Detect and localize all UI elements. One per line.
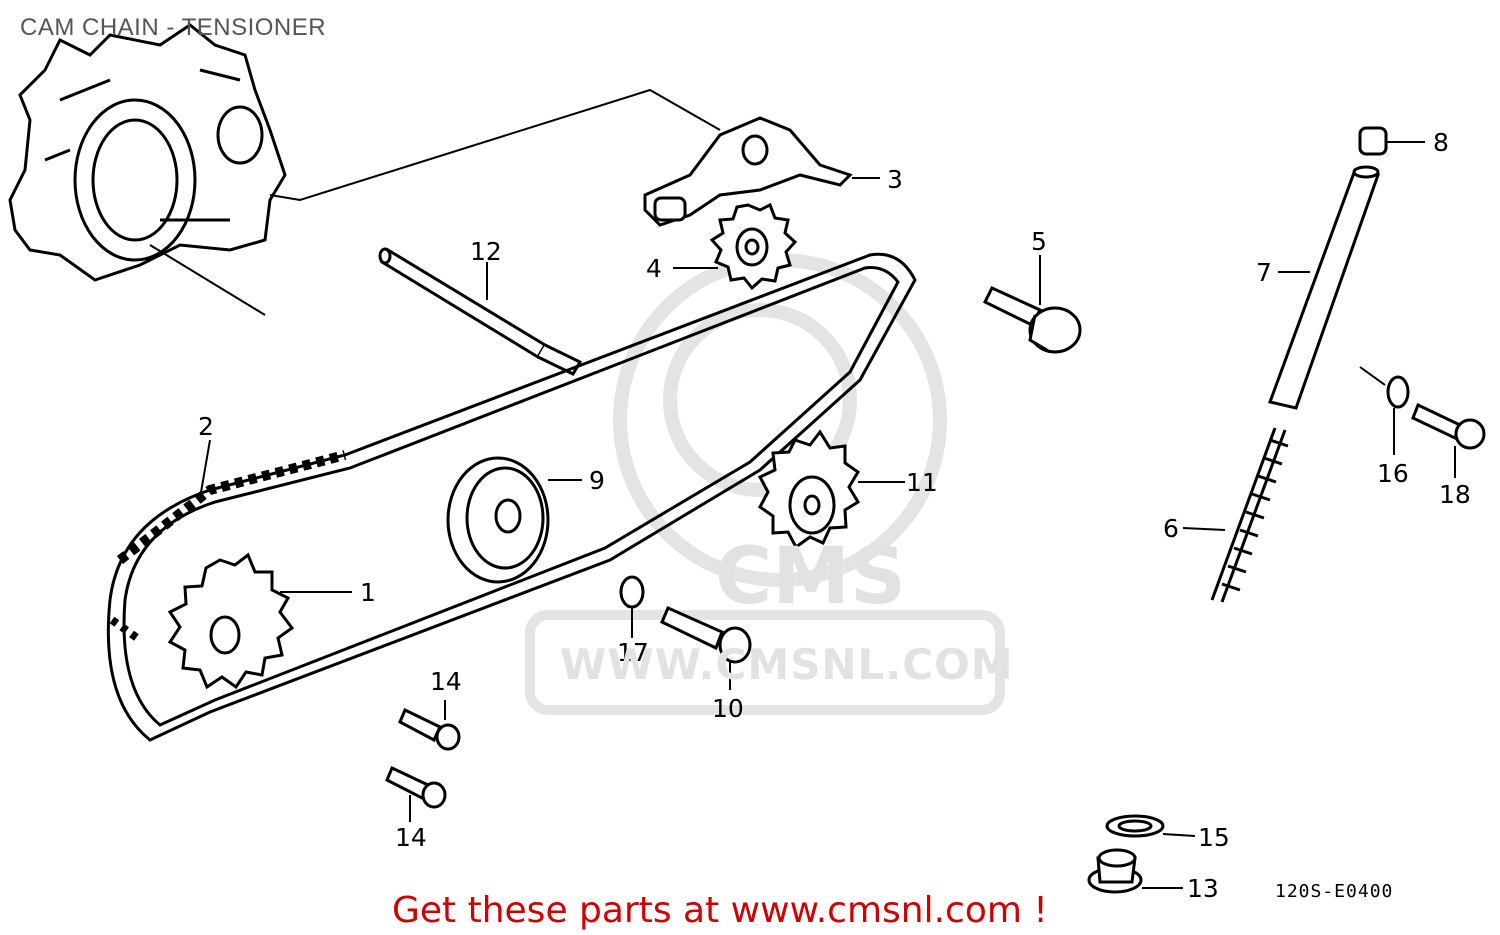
ref-14-upper: 14: [430, 667, 462, 696]
sprocket-11: [757, 429, 861, 550]
leader-lines: [199, 141, 1456, 889]
ref-15: 15: [1198, 823, 1230, 852]
bolt-18: [1411, 402, 1486, 450]
ref-11: 11: [906, 468, 938, 497]
bolt-10: [660, 606, 752, 664]
ref-18: 18: [1439, 480, 1471, 509]
ref-4: 4: [646, 254, 662, 283]
ref-9: 9: [589, 466, 605, 495]
ref-6: 6: [1163, 514, 1179, 543]
bolt-14-lower: [385, 765, 447, 809]
bolt-5: [982, 286, 1082, 354]
get-parts-link[interactable]: Get these parts at www.cmsnl.com !: [392, 890, 1048, 931]
crankcase: [8, 23, 721, 316]
bolt-14-upper: [398, 707, 461, 751]
ref-16: 16: [1377, 459, 1409, 488]
ref-2: 2: [198, 412, 214, 441]
washer-17: [619, 575, 645, 609]
part-reference-numbers: 1 2 3 4 5 6 7 8 9 10 11 12 13 14 14 15 1…: [198, 128, 1471, 903]
washer-15: [1105, 814, 1165, 838]
ref-13: 13: [1187, 874, 1219, 903]
diagram-code: 120S-E0400: [1275, 881, 1394, 902]
spring-6: [1210, 427, 1289, 603]
ref-5: 5: [1031, 227, 1047, 256]
roller-9: [446, 456, 550, 584]
ref-3: 3: [887, 165, 903, 194]
cam-chain: [106, 252, 917, 742]
ref-12: 12: [470, 237, 502, 266]
chain-guide-plate: [643, 116, 853, 227]
small-sprocket-4: [709, 202, 798, 291]
diagram-title: CAM CHAIN - TENSIONER: [20, 14, 327, 41]
washer-16: [1359, 366, 1410, 409]
watermark-brand: CMS: [715, 532, 907, 622]
cap-8: [1358, 126, 1388, 156]
sprocket-1: [167, 552, 295, 690]
ref-14-lower: 14: [395, 823, 427, 852]
rod-12: [378, 247, 583, 376]
ref-17: 17: [617, 638, 649, 667]
watermark-url: WWW.CMSNL.COM: [560, 640, 1014, 689]
plug-13: [1087, 848, 1143, 894]
ref-1: 1: [360, 578, 376, 607]
ref-8: 8: [1433, 128, 1449, 157]
ref-7: 7: [1256, 258, 1272, 287]
ref-10: 10: [712, 694, 744, 723]
tensioner-rod-7: [1268, 165, 1380, 410]
